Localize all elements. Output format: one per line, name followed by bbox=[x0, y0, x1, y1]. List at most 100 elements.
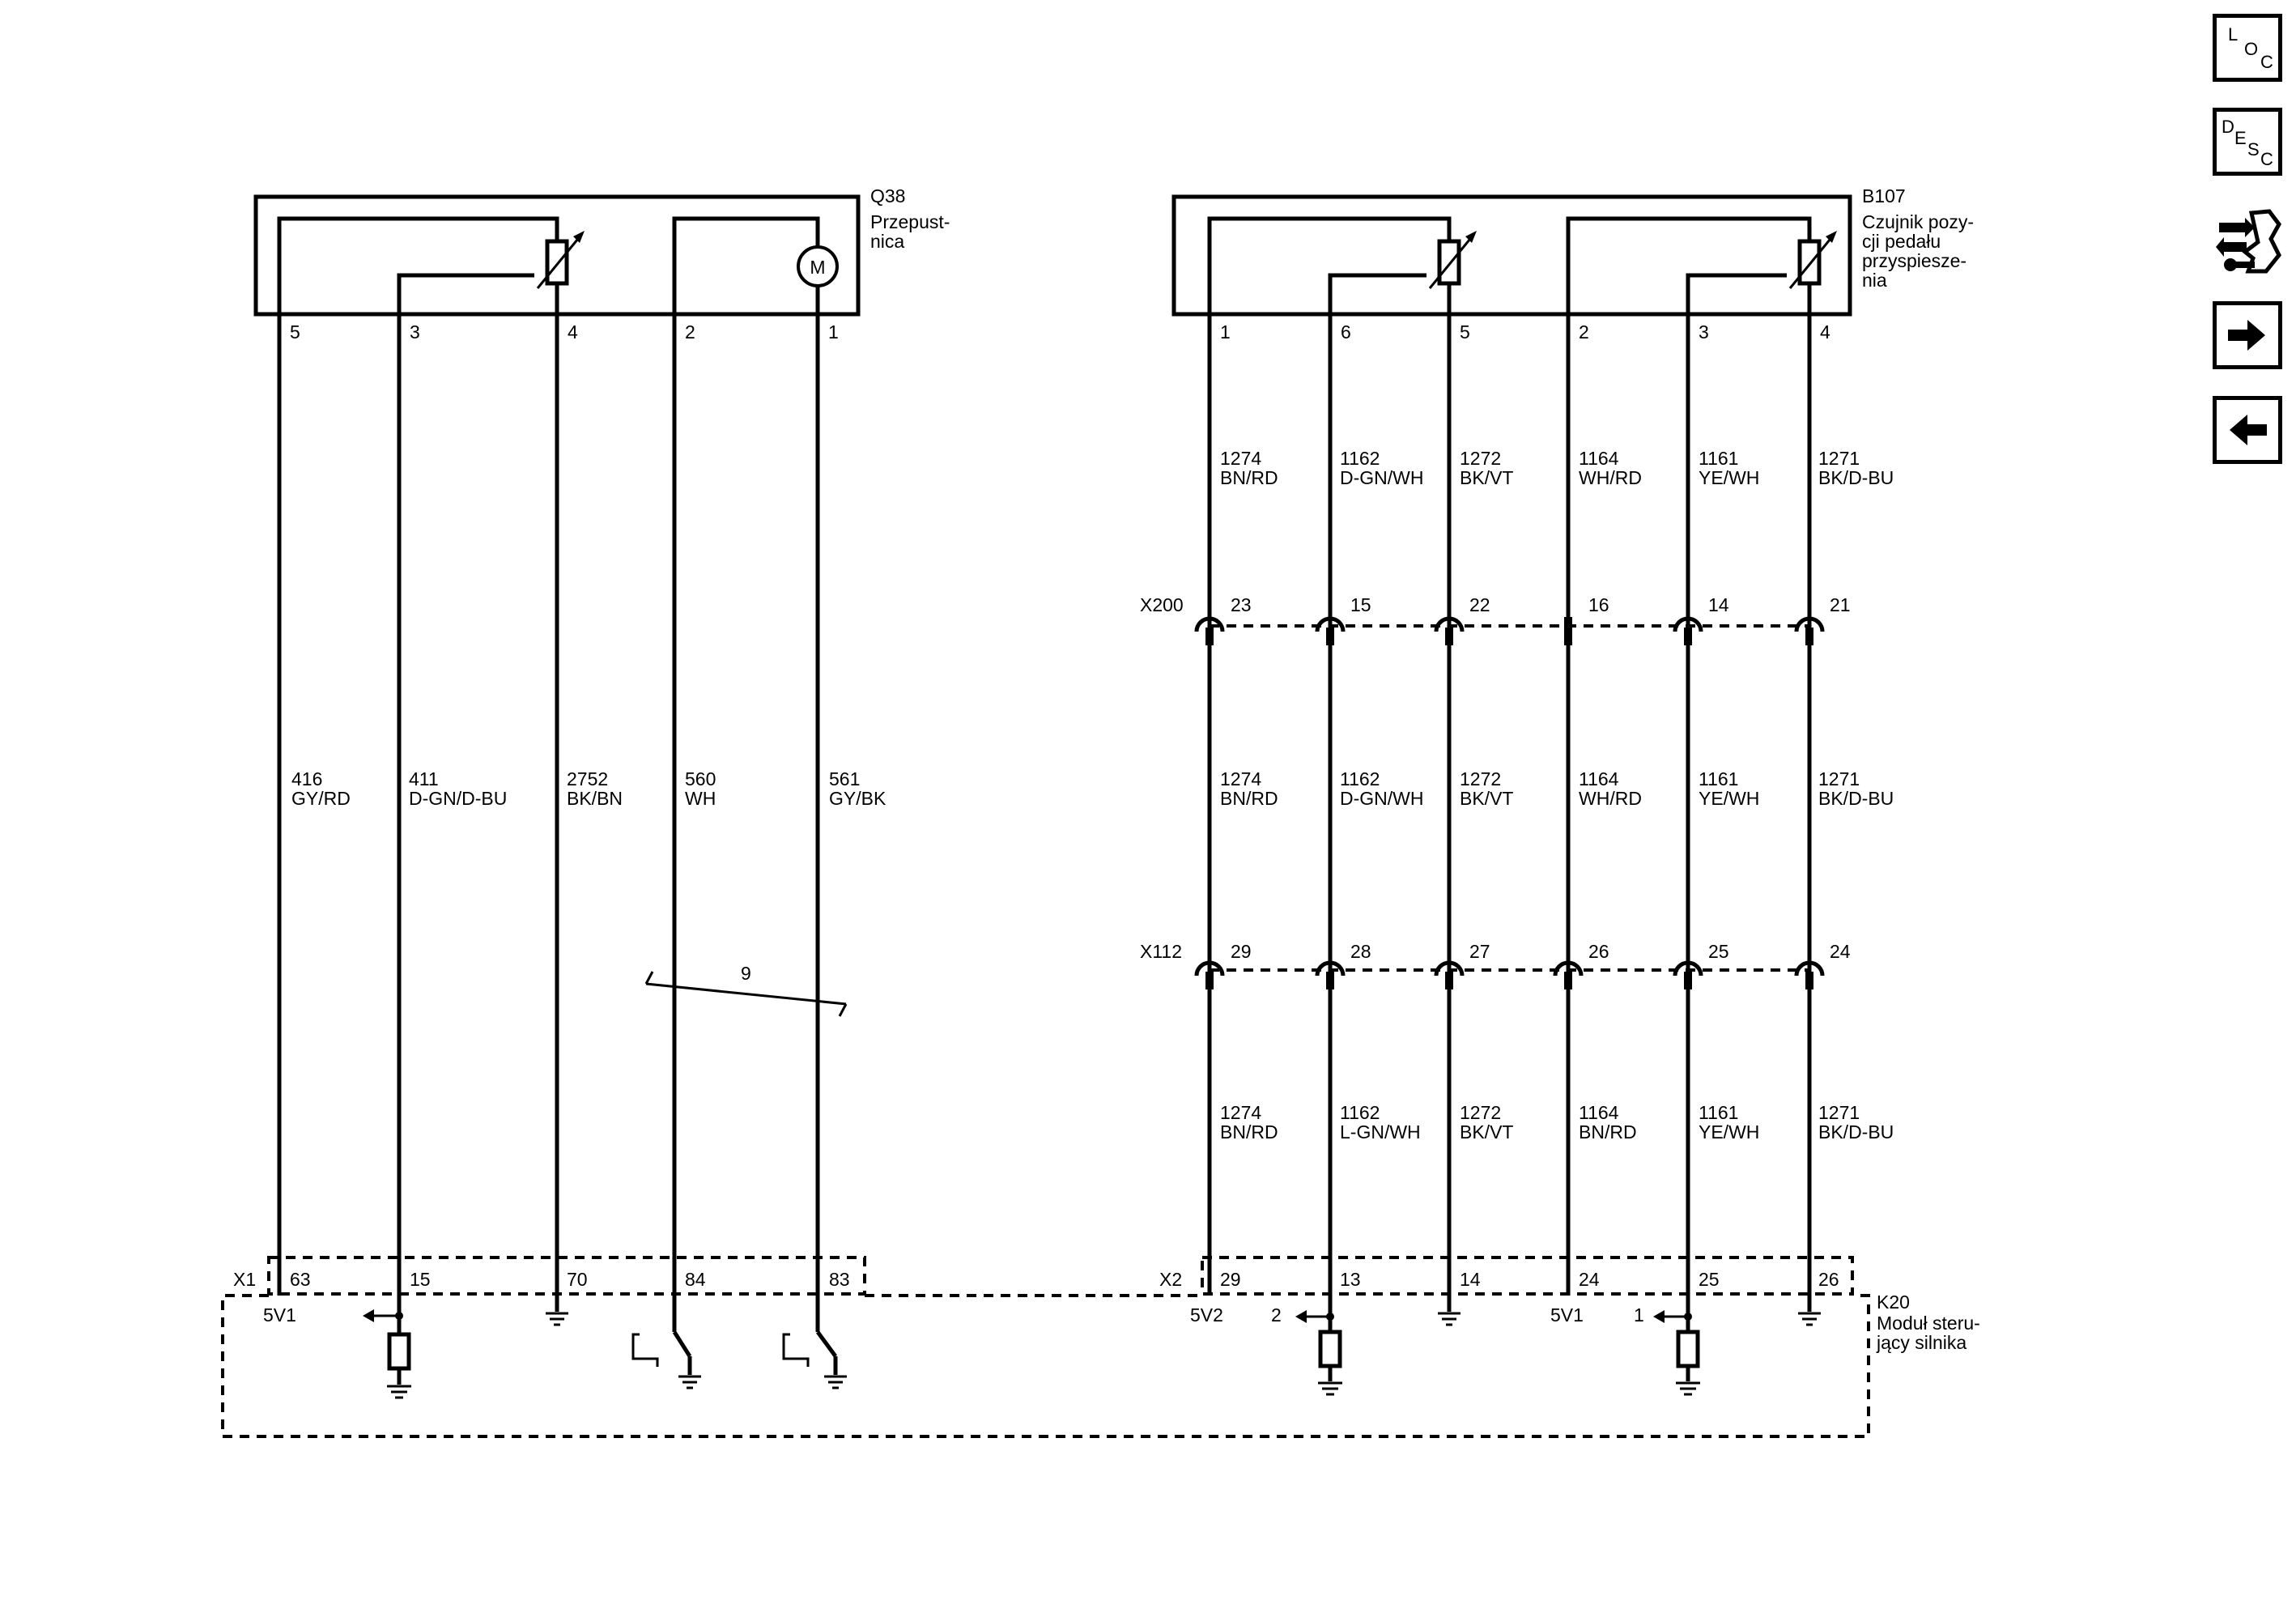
circuit-color: BK/BN bbox=[567, 788, 623, 809]
location-button[interactable]: L O C bbox=[2213, 14, 2282, 82]
x200-connector[interactable] bbox=[1194, 616, 1825, 645]
b107-name-line-3: przyspiesze- bbox=[1862, 250, 1966, 271]
x2-pin: 26 bbox=[1818, 1269, 1839, 1290]
ground-icon bbox=[1438, 1312, 1461, 1326]
b107-id: B107 bbox=[1862, 185, 1906, 206]
circuit-number: 1162 bbox=[1340, 768, 1380, 789]
circuit-number: 1272 bbox=[1460, 448, 1501, 469]
circuit-number: 1274 bbox=[1220, 768, 1261, 789]
circuit-color: BN/RD bbox=[1220, 788, 1278, 809]
x1-pin: 15 bbox=[410, 1269, 431, 1290]
x112-pin: 25 bbox=[1708, 941, 1729, 962]
circuit-color: BK/D-BU bbox=[1818, 788, 1894, 809]
ecm-sensor-label: 2 bbox=[1271, 1304, 1282, 1326]
ecm-sensor-label: 1 bbox=[1634, 1304, 1644, 1326]
ecm-pull-down-resistor bbox=[1295, 1310, 1342, 1396]
b107-pin: 4 bbox=[1820, 321, 1830, 343]
ecm-pull-down-resistor bbox=[363, 1309, 411, 1399]
circuit-number: 1272 bbox=[1460, 1102, 1501, 1123]
ground-icon bbox=[1798, 1312, 1821, 1326]
circuit-color: BN/RD bbox=[1220, 467, 1278, 488]
description-icon: D E S C bbox=[2222, 117, 2273, 169]
b107-pin: 1 bbox=[1220, 321, 1231, 343]
x1-connector[interactable] bbox=[267, 1256, 866, 1296]
b107-name-line-2: cji pedału bbox=[1862, 231, 1941, 252]
location-icon: L O C bbox=[2228, 24, 2273, 72]
circuit-number: 1164 bbox=[1579, 768, 1619, 789]
x2-pin: 25 bbox=[1699, 1269, 1720, 1290]
circuit-color: D-GN/WH bbox=[1340, 788, 1423, 809]
circuit-number: 1161 bbox=[1699, 448, 1738, 469]
x2-pin: 24 bbox=[1579, 1269, 1600, 1290]
k20-ecm-outline[interactable] bbox=[221, 1294, 1870, 1438]
b107-pin: 2 bbox=[1579, 321, 1589, 343]
x112-label: X112 bbox=[1140, 941, 1182, 962]
circuit-number: 560 bbox=[685, 768, 716, 789]
circuit-color: D-GN/D-BU bbox=[409, 788, 507, 809]
q38-name-line-1: Przepust- bbox=[870, 211, 950, 232]
ecm-ref-5v1: 5V1 bbox=[263, 1304, 296, 1326]
circuit-number: 1271 bbox=[1818, 768, 1860, 789]
x200-pin: 15 bbox=[1350, 594, 1371, 615]
x112-pin: 27 bbox=[1469, 941, 1490, 962]
x112-pin: 26 bbox=[1588, 941, 1609, 962]
connector-repair-icon bbox=[2216, 209, 2281, 274]
circuit-color: D-GN/WH bbox=[1340, 467, 1423, 488]
circuit-number: 416 bbox=[291, 768, 322, 789]
circuit-color: GY/RD bbox=[291, 788, 351, 809]
x112-pin: 28 bbox=[1350, 941, 1371, 962]
q38-throttle-body[interactable]: M bbox=[253, 194, 861, 317]
x112-pin: 29 bbox=[1231, 941, 1252, 962]
circuit-number: 1272 bbox=[1460, 768, 1501, 789]
b107-name-line-1: Czujnik pozy- bbox=[1862, 211, 1974, 232]
b107-pedal-sensor[interactable] bbox=[1171, 194, 1852, 317]
circuit-color: L-GN/WH bbox=[1340, 1121, 1421, 1143]
x200-pin: 21 bbox=[1830, 594, 1851, 615]
x112-connector[interactable] bbox=[1194, 960, 1825, 989]
circuit-color: YE/WH bbox=[1699, 467, 1759, 488]
circuit-color: WH/RD bbox=[1579, 467, 1642, 488]
low-side-switch bbox=[782, 1330, 847, 1389]
x1-label: X1 bbox=[233, 1269, 256, 1290]
connector-repair-button[interactable] bbox=[2213, 206, 2282, 274]
x112-pin: 24 bbox=[1830, 941, 1851, 962]
motor-symbol: M bbox=[810, 257, 825, 278]
twisted-pair-marker bbox=[645, 982, 847, 1006]
k20-id: K20 bbox=[1877, 1291, 1910, 1313]
k20-name-line-2: jący silnika bbox=[1876, 1332, 1966, 1353]
b107-pin: 5 bbox=[1460, 321, 1470, 343]
circuit-color: BN/RD bbox=[1220, 1121, 1278, 1143]
circuit-color: YE/WH bbox=[1699, 788, 1759, 809]
right-wires bbox=[1207, 314, 1812, 1320]
circuit-color: GY/BK bbox=[829, 788, 887, 809]
x2-pin: 29 bbox=[1220, 1269, 1241, 1290]
x2-connector[interactable] bbox=[1201, 1256, 1854, 1296]
circuit-color: BK/VT bbox=[1460, 467, 1513, 488]
next-button[interactable] bbox=[2213, 301, 2282, 369]
circuit-color: BN/RD bbox=[1579, 1121, 1637, 1143]
circuit-number: 1161 bbox=[1699, 1102, 1738, 1123]
left-wires bbox=[277, 314, 820, 1332]
ground-icon bbox=[546, 1312, 568, 1326]
circuit-color: BK/D-BU bbox=[1818, 1121, 1894, 1143]
x200-label: X200 bbox=[1140, 594, 1184, 615]
x200-pin: 14 bbox=[1708, 594, 1729, 615]
ecm-ref-5v1: 5V1 bbox=[1550, 1304, 1584, 1326]
circuit-number: 1162 bbox=[1340, 448, 1380, 469]
description-button[interactable]: D E S C bbox=[2213, 108, 2282, 176]
q38-id: Q38 bbox=[870, 185, 905, 206]
x2-pin: 13 bbox=[1340, 1269, 1361, 1290]
ecm-pull-down-resistor bbox=[1653, 1310, 1700, 1396]
arrow-right-icon bbox=[2228, 320, 2265, 351]
circuit-color: WH bbox=[685, 788, 716, 809]
q38-pin: 5 bbox=[290, 321, 300, 343]
q38-pin: 2 bbox=[685, 321, 695, 343]
x1-pin: 84 bbox=[685, 1269, 706, 1290]
circuit-number: 561 bbox=[829, 768, 860, 789]
low-side-switch bbox=[631, 1330, 701, 1389]
previous-button[interactable] bbox=[2213, 396, 2282, 464]
circuit-number: 1161 bbox=[1699, 768, 1738, 789]
circuit-number: 1164 bbox=[1579, 1102, 1619, 1123]
arrow-left-icon bbox=[2230, 415, 2267, 445]
